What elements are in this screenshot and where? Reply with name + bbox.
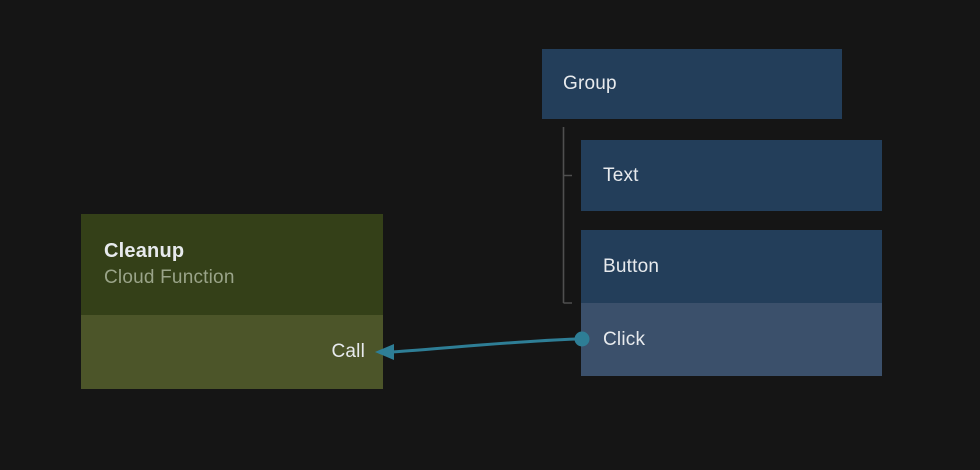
edge-click-to-call[interactable]: [390, 337, 578, 354]
node-cleanup-subtitle: Cloud Function: [104, 267, 235, 288]
node-button-label: Button: [603, 255, 660, 277]
node-button-header: Button: [581, 230, 882, 303]
node-cleanup-title: Cleanup: [104, 240, 185, 262]
node-text-header: Text: [581, 140, 882, 211]
node-button[interactable]: Button Click: [581, 230, 882, 376]
node-cleanup[interactable]: Cleanup Cloud Function Call: [81, 214, 383, 389]
node-cleanup-call-row[interactable]: Call: [81, 315, 383, 389]
node-group-label: Group: [563, 73, 617, 94]
node-button-event-label: Click: [603, 328, 646, 350]
node-text-label: Text: [603, 164, 639, 186]
node-group-header: Group: [542, 49, 842, 119]
node-group[interactable]: Group: [542, 49, 842, 119]
node-cleanup-header: Cleanup Cloud Function: [81, 214, 383, 315]
node-text[interactable]: Text: [581, 140, 882, 211]
node-cleanup-action-label: Call: [331, 341, 365, 362]
node-button-click-row[interactable]: Click: [581, 303, 882, 376]
tree-connector-line: [562, 127, 572, 304]
